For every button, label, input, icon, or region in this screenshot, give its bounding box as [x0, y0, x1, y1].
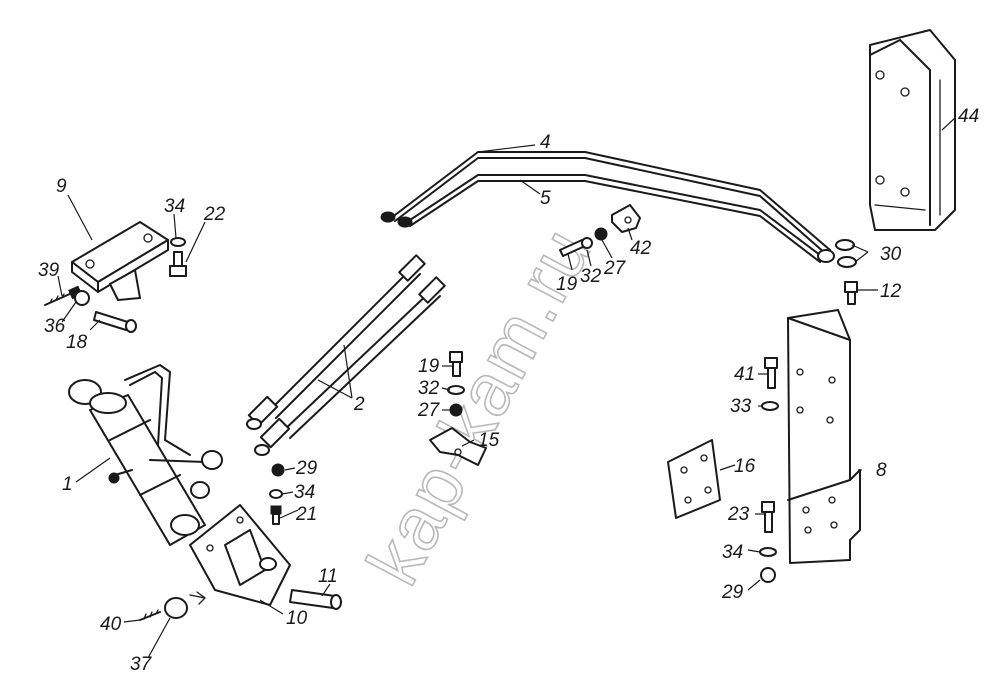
callout-11: 11 [318, 566, 338, 587]
callout-34b: 34 [294, 482, 315, 503]
upper-fastener-cluster [559, 227, 608, 257]
part-30-rings [835, 239, 857, 268]
part-1-cylinder [68, 364, 223, 546]
parts-39-36-18 [44, 285, 137, 333]
callout-5: 5 [540, 188, 551, 209]
callout-29a: 29 [295, 458, 318, 479]
callout-1: 1 [62, 474, 73, 495]
part-42-clip [611, 204, 641, 233]
callouts: 1 2 4 5 8 9 10 11 12 15 16 18 19 19 21 2… [38, 106, 979, 675]
parts-29-34-21 [269, 463, 285, 525]
callout-16: 16 [734, 456, 756, 477]
part-10-bracket [189, 504, 291, 606]
callout-12: 12 [880, 281, 902, 302]
part-8-plate [787, 309, 861, 564]
callout-15: 15 [478, 430, 500, 451]
part-11-pin [289, 589, 342, 610]
callout-23: 23 [727, 504, 750, 525]
part-44-bracket [869, 29, 956, 231]
callout-9: 9 [56, 176, 67, 197]
part-16-plate [667, 439, 721, 519]
watermark: kap-kam.ru [351, 214, 607, 597]
callout-27b: 27 [603, 258, 627, 279]
parts-40-37 [139, 597, 188, 621]
part-4-5-pipes [380, 151, 835, 263]
callout-39: 39 [38, 260, 60, 281]
callout-32b: 32 [580, 266, 602, 287]
middle-fastener-cluster [429, 351, 487, 466]
callout-22: 22 [203, 204, 226, 225]
callout-34c: 34 [722, 542, 743, 563]
bracket-fasteners [169, 237, 187, 277]
callout-30: 30 [880, 244, 902, 265]
leader-lines [57, 117, 956, 659]
callout-8: 8 [876, 460, 887, 481]
callout-44: 44 [958, 106, 979, 127]
callout-18: 18 [66, 332, 88, 353]
callout-37: 37 [130, 654, 153, 675]
callout-42: 42 [630, 238, 652, 259]
part-9-bracket [71, 221, 169, 301]
callout-33: 33 [730, 396, 752, 417]
callout-27a: 27 [417, 400, 441, 421]
callout-4: 4 [540, 132, 551, 153]
right-fasteners [759, 357, 779, 583]
callout-2: 2 [353, 394, 365, 415]
callout-41: 41 [734, 364, 755, 385]
callout-10: 10 [286, 608, 308, 629]
callout-21: 21 [295, 504, 317, 525]
callout-19a: 19 [418, 356, 440, 377]
callout-40: 40 [100, 614, 122, 635]
part-2-hoses [246, 254, 446, 456]
callout-32a: 32 [418, 378, 440, 399]
callout-19b: 19 [556, 274, 578, 295]
part-12-bolt [844, 281, 858, 305]
callout-34a: 34 [164, 196, 185, 217]
callout-29b: 29 [721, 582, 744, 603]
callout-36: 36 [44, 316, 66, 337]
